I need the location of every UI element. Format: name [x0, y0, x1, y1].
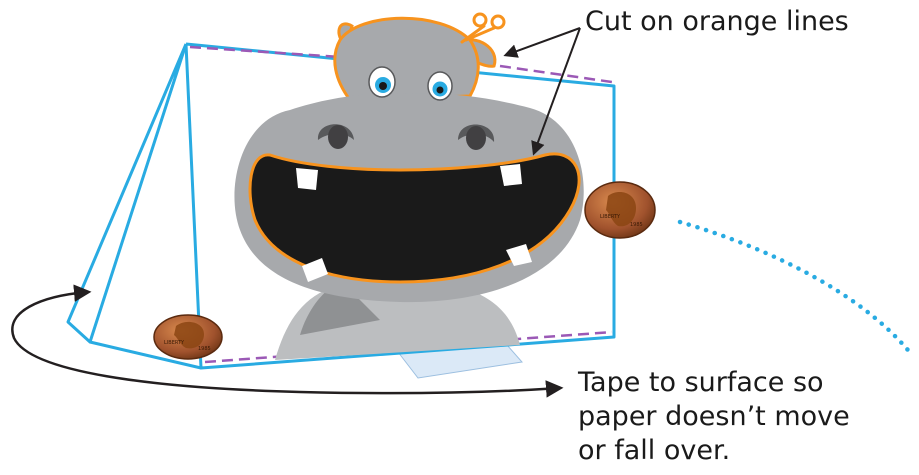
cut-pointer-to-ear — [506, 28, 580, 55]
hippo-head — [234, 18, 583, 302]
coin-left: LIBERTY 1985 — [154, 315, 222, 359]
coin-left-year: 1985 — [198, 346, 211, 352]
hippo-pupil-left — [379, 82, 387, 90]
tape-instruction-line-1: Tape to surface so — [578, 366, 850, 400]
hippo-nostril-left-hole — [328, 125, 348, 149]
coin-right-motto: LIBERTY — [600, 214, 621, 220]
cut-instruction-label: Cut on orange lines — [585, 5, 849, 39]
coin-trajectory-dotted-line — [680, 222, 912, 355]
tape-instruction-label: Tape to surface so paper doesn’t move or… — [578, 366, 850, 468]
coin-right-year: 1985 — [630, 222, 643, 228]
coin-left-motto: LIBERTY — [164, 340, 185, 346]
hippo-head-top — [335, 18, 478, 100]
coin-right: LIBERTY 1985 — [585, 182, 655, 238]
tent-back-panel — [68, 44, 186, 342]
hippo-pupil-right — [437, 87, 444, 94]
tape-instruction-line-2: paper doesn’t move — [578, 400, 850, 434]
scissors-icon — [462, 14, 504, 42]
hippo-nostril-right-hole — [466, 126, 486, 150]
hippo-tooth-top-left — [296, 168, 318, 190]
tape-instruction-line-3: or fall over. — [578, 434, 850, 468]
